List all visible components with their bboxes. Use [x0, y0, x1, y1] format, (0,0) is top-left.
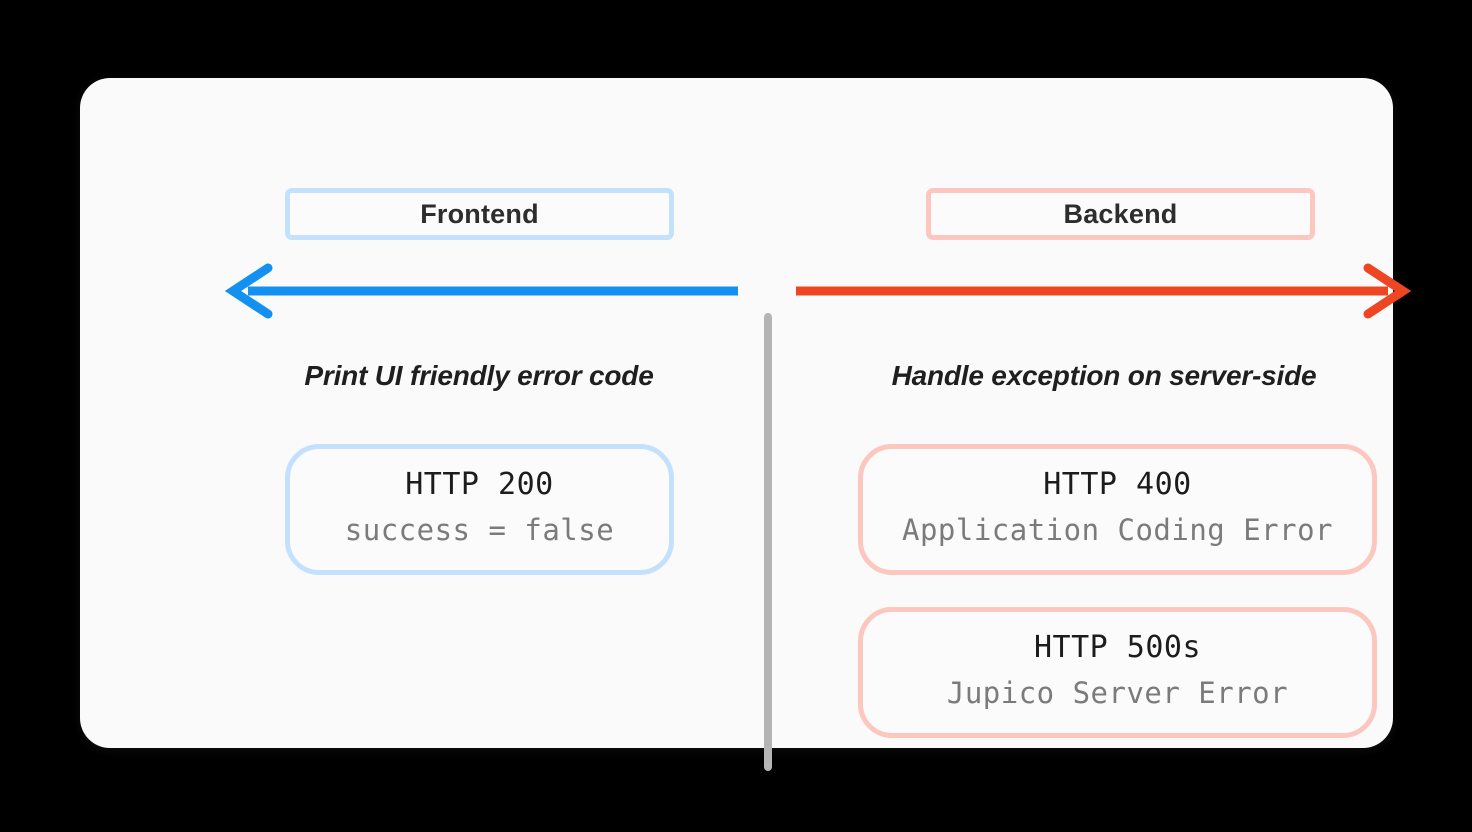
backend-section-heading: Handle exception on server-side: [891, 360, 1317, 391]
frontend-arrow-wrap: [220, 262, 738, 320]
backend-label-text: Backend: [1063, 198, 1178, 229]
backend-label-box: Backend: [926, 188, 1315, 240]
diagram-board: Frontend Print UI friendly error code HT…: [80, 78, 1412, 771]
backend-card-list: HTTP 400 Application Coding Error HTTP 5…: [796, 444, 1412, 738]
status-code-text: HTTP 400: [1043, 467, 1192, 503]
status-code-text: HTTP 200: [405, 467, 554, 503]
arrow-right-icon: [796, 263, 1412, 319]
status-description-text: Jupico Server Error: [946, 676, 1289, 711]
status-card-http-400: HTTP 400 Application Coding Error: [858, 444, 1377, 575]
frontend-card-list: HTTP 200 success = false: [220, 444, 738, 575]
status-code-text: HTTP 500s: [1033, 630, 1202, 666]
backend-column: Backend Handle exception on server-side …: [796, 188, 1412, 738]
status-card-http-500s: HTTP 500s Jupico Server Error: [858, 607, 1377, 738]
arrow-left-icon: [224, 263, 738, 319]
status-card-http-200: HTTP 200 success = false: [285, 444, 674, 575]
backend-arrow-wrap: [796, 262, 1412, 320]
frontend-section-heading: Print UI friendly error code: [304, 360, 654, 391]
frontend-label-box: Frontend: [285, 188, 674, 240]
frontend-label-text: Frontend: [420, 198, 539, 229]
frontend-column: Frontend Print UI friendly error code HT…: [220, 188, 738, 575]
status-description-text: success = false: [344, 513, 615, 548]
status-description-text: Application Coding Error: [901, 513, 1334, 548]
vertical-divider: [764, 313, 772, 771]
